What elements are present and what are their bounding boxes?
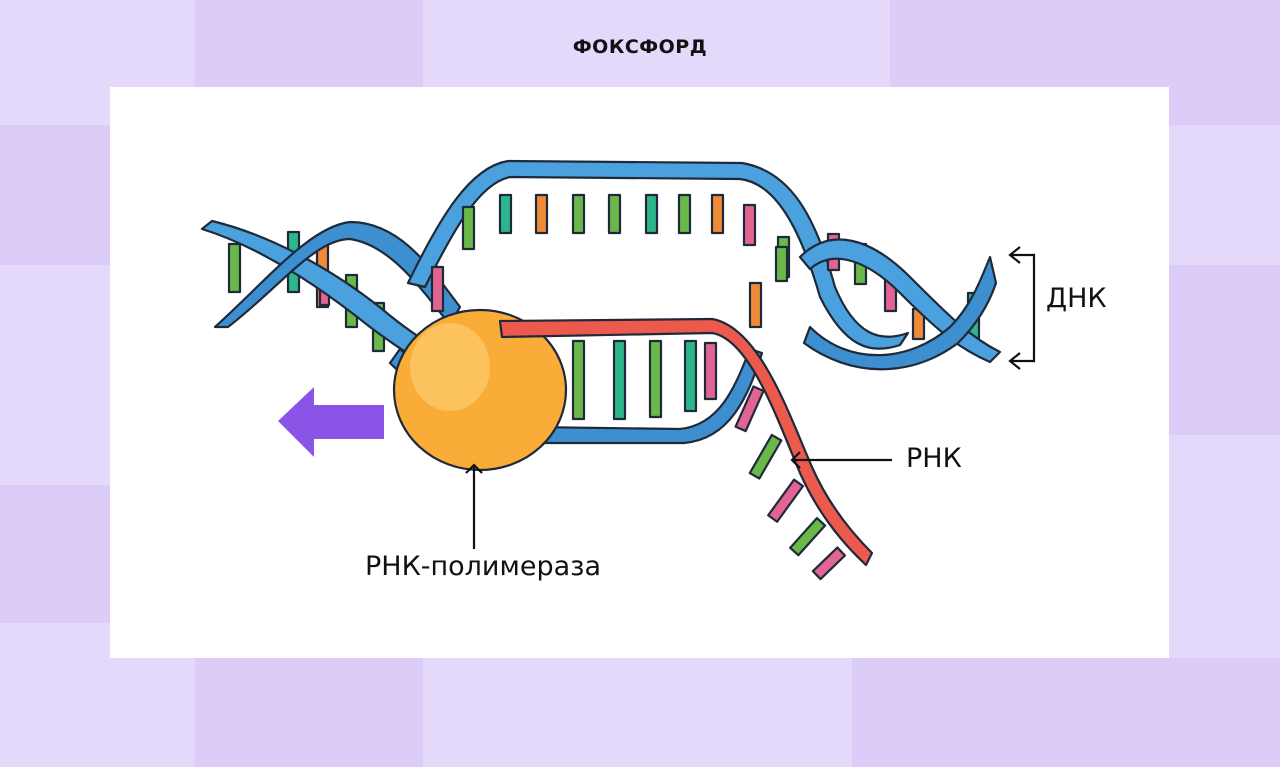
diagram-card: ДНК РНК РНК-полимераза <box>110 87 1169 658</box>
brand-logo: ФОКСФОРД <box>572 36 708 58</box>
rna-polymerase-label: РНК-полимераза <box>365 551 602 582</box>
rna-pointer-line <box>790 451 892 469</box>
dna-label: ДНК <box>1046 283 1107 314</box>
rna-polymerase-enzyme <box>392 308 568 472</box>
background-tile <box>1169 265 1280 435</box>
rna-label: РНК <box>906 443 962 474</box>
dna-transcription-diagram <box>200 159 1036 581</box>
background-tile <box>195 0 423 87</box>
background-tile <box>0 125 110 265</box>
background-tile <box>195 658 423 767</box>
rna-strand <box>498 317 874 581</box>
background-tile <box>0 485 110 623</box>
dna-upper-arch <box>406 159 910 350</box>
dna-bracket <box>1008 246 1036 370</box>
transcription-direction-arrow <box>278 387 384 457</box>
polymerase-pointer-line <box>465 463 483 549</box>
dna-right-strands <box>798 238 1002 371</box>
background-tile <box>852 658 1280 767</box>
